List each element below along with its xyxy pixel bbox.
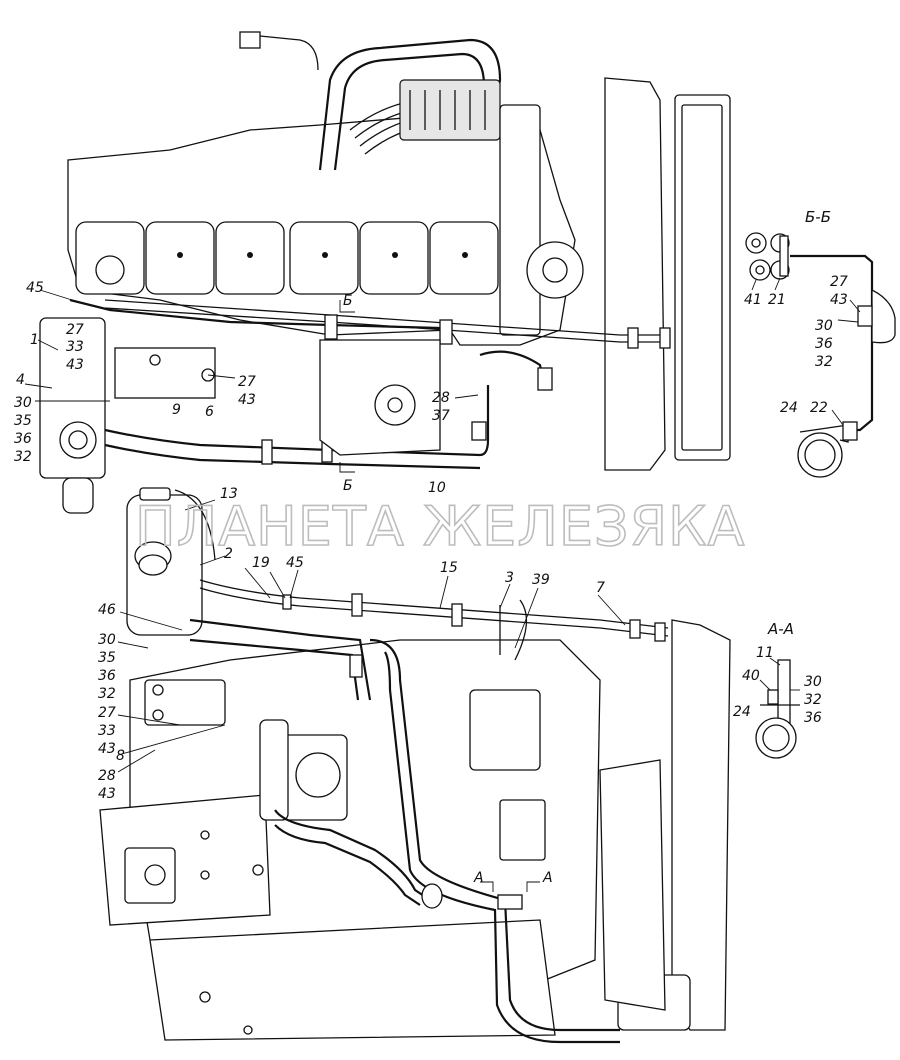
section-bb-leaders <box>751 277 861 426</box>
label: 32 <box>14 449 32 465</box>
label: 45 <box>286 555 304 571</box>
label: 36 <box>804 710 822 726</box>
label: 21 <box>768 292 786 308</box>
oil-pan <box>149 919 556 1041</box>
label: 22 <box>810 400 828 416</box>
label: 43 <box>98 786 116 802</box>
label: 1 <box>30 332 39 348</box>
valve-covers <box>75 221 499 295</box>
label: 43 <box>238 392 256 408</box>
label: 6 <box>205 404 214 420</box>
section-aa-title: А-А <box>767 620 794 638</box>
label: 27 <box>98 705 116 721</box>
label: 46 <box>98 602 116 618</box>
label: 32 <box>815 354 833 370</box>
label: 2 <box>224 546 233 562</box>
label: 33 <box>66 339 84 355</box>
label: 15 <box>440 560 458 576</box>
label: 41 <box>744 292 762 308</box>
label: 36 <box>98 668 116 684</box>
label: 27 <box>238 374 256 390</box>
label: 11 <box>756 645 774 661</box>
label: 36 <box>14 431 32 447</box>
label: 33 <box>98 723 116 739</box>
radiator-bottom <box>671 619 731 1031</box>
cut-a-left-label: А <box>473 870 484 886</box>
label: 30 <box>14 395 32 411</box>
section-bb-title: Б-Б <box>805 208 831 226</box>
section-bb-labels: 41 21 27 43 30 36 32 24 22 <box>744 274 848 416</box>
label: 13 <box>220 486 238 502</box>
label: 30 <box>815 318 833 334</box>
label: 28 <box>432 390 450 406</box>
label: 39 <box>532 572 550 588</box>
label: 32 <box>98 686 116 702</box>
label: 30 <box>804 674 822 690</box>
label: 7 <box>596 580 605 596</box>
label: 43 <box>830 292 848 308</box>
cut-line-a: А А <box>473 870 553 892</box>
bottom-view-labels: 13 2 19 45 15 3 39 7 46 30 35 36 32 27 3… <box>98 486 605 802</box>
label: 37 <box>432 408 450 424</box>
section-aa-labels: 11 40 30 32 36 24 <box>733 645 822 726</box>
top-view-labels: 45 27 33 1 43 4 30 35 36 32 9 27 43 6 28… <box>14 280 450 496</box>
label: 24 <box>780 400 798 416</box>
label: 24 <box>733 704 751 720</box>
cut-b-bottom-label: Б <box>343 478 353 494</box>
cut-line-b: Б Б <box>339 293 355 494</box>
section-aa-leaders <box>759 657 800 691</box>
bottom-view-leaders <box>117 499 626 773</box>
label: 45 <box>26 280 44 296</box>
label: 30 <box>98 632 116 648</box>
label: 27 <box>66 322 84 338</box>
cut-b-top-label: Б <box>343 293 353 309</box>
top-engine-view <box>39 31 731 514</box>
label: 8 <box>116 748 125 764</box>
section-aa-detail <box>755 659 800 759</box>
label: 40 <box>742 668 760 684</box>
label: 36 <box>815 336 833 352</box>
label: 43 <box>66 357 84 373</box>
label: 28 <box>98 768 116 784</box>
bottom-engine-view <box>99 487 731 1044</box>
label: 35 <box>14 413 32 429</box>
label: 10 <box>428 480 446 496</box>
label: 3 <box>505 570 514 586</box>
label: 4 <box>16 372 25 388</box>
top-view-leaders <box>24 289 479 402</box>
label: 9 <box>172 402 181 418</box>
label: 32 <box>804 692 822 708</box>
fan-shroud <box>604 77 666 471</box>
watermark-text: ПЛАНЕТА ЖЕЛЕЗЯКА <box>135 495 745 558</box>
cut-a-right-label: А <box>542 870 553 886</box>
label: 43 <box>98 741 116 757</box>
label: 27 <box>830 274 848 290</box>
label: 35 <box>98 650 116 666</box>
label: 19 <box>252 555 270 571</box>
